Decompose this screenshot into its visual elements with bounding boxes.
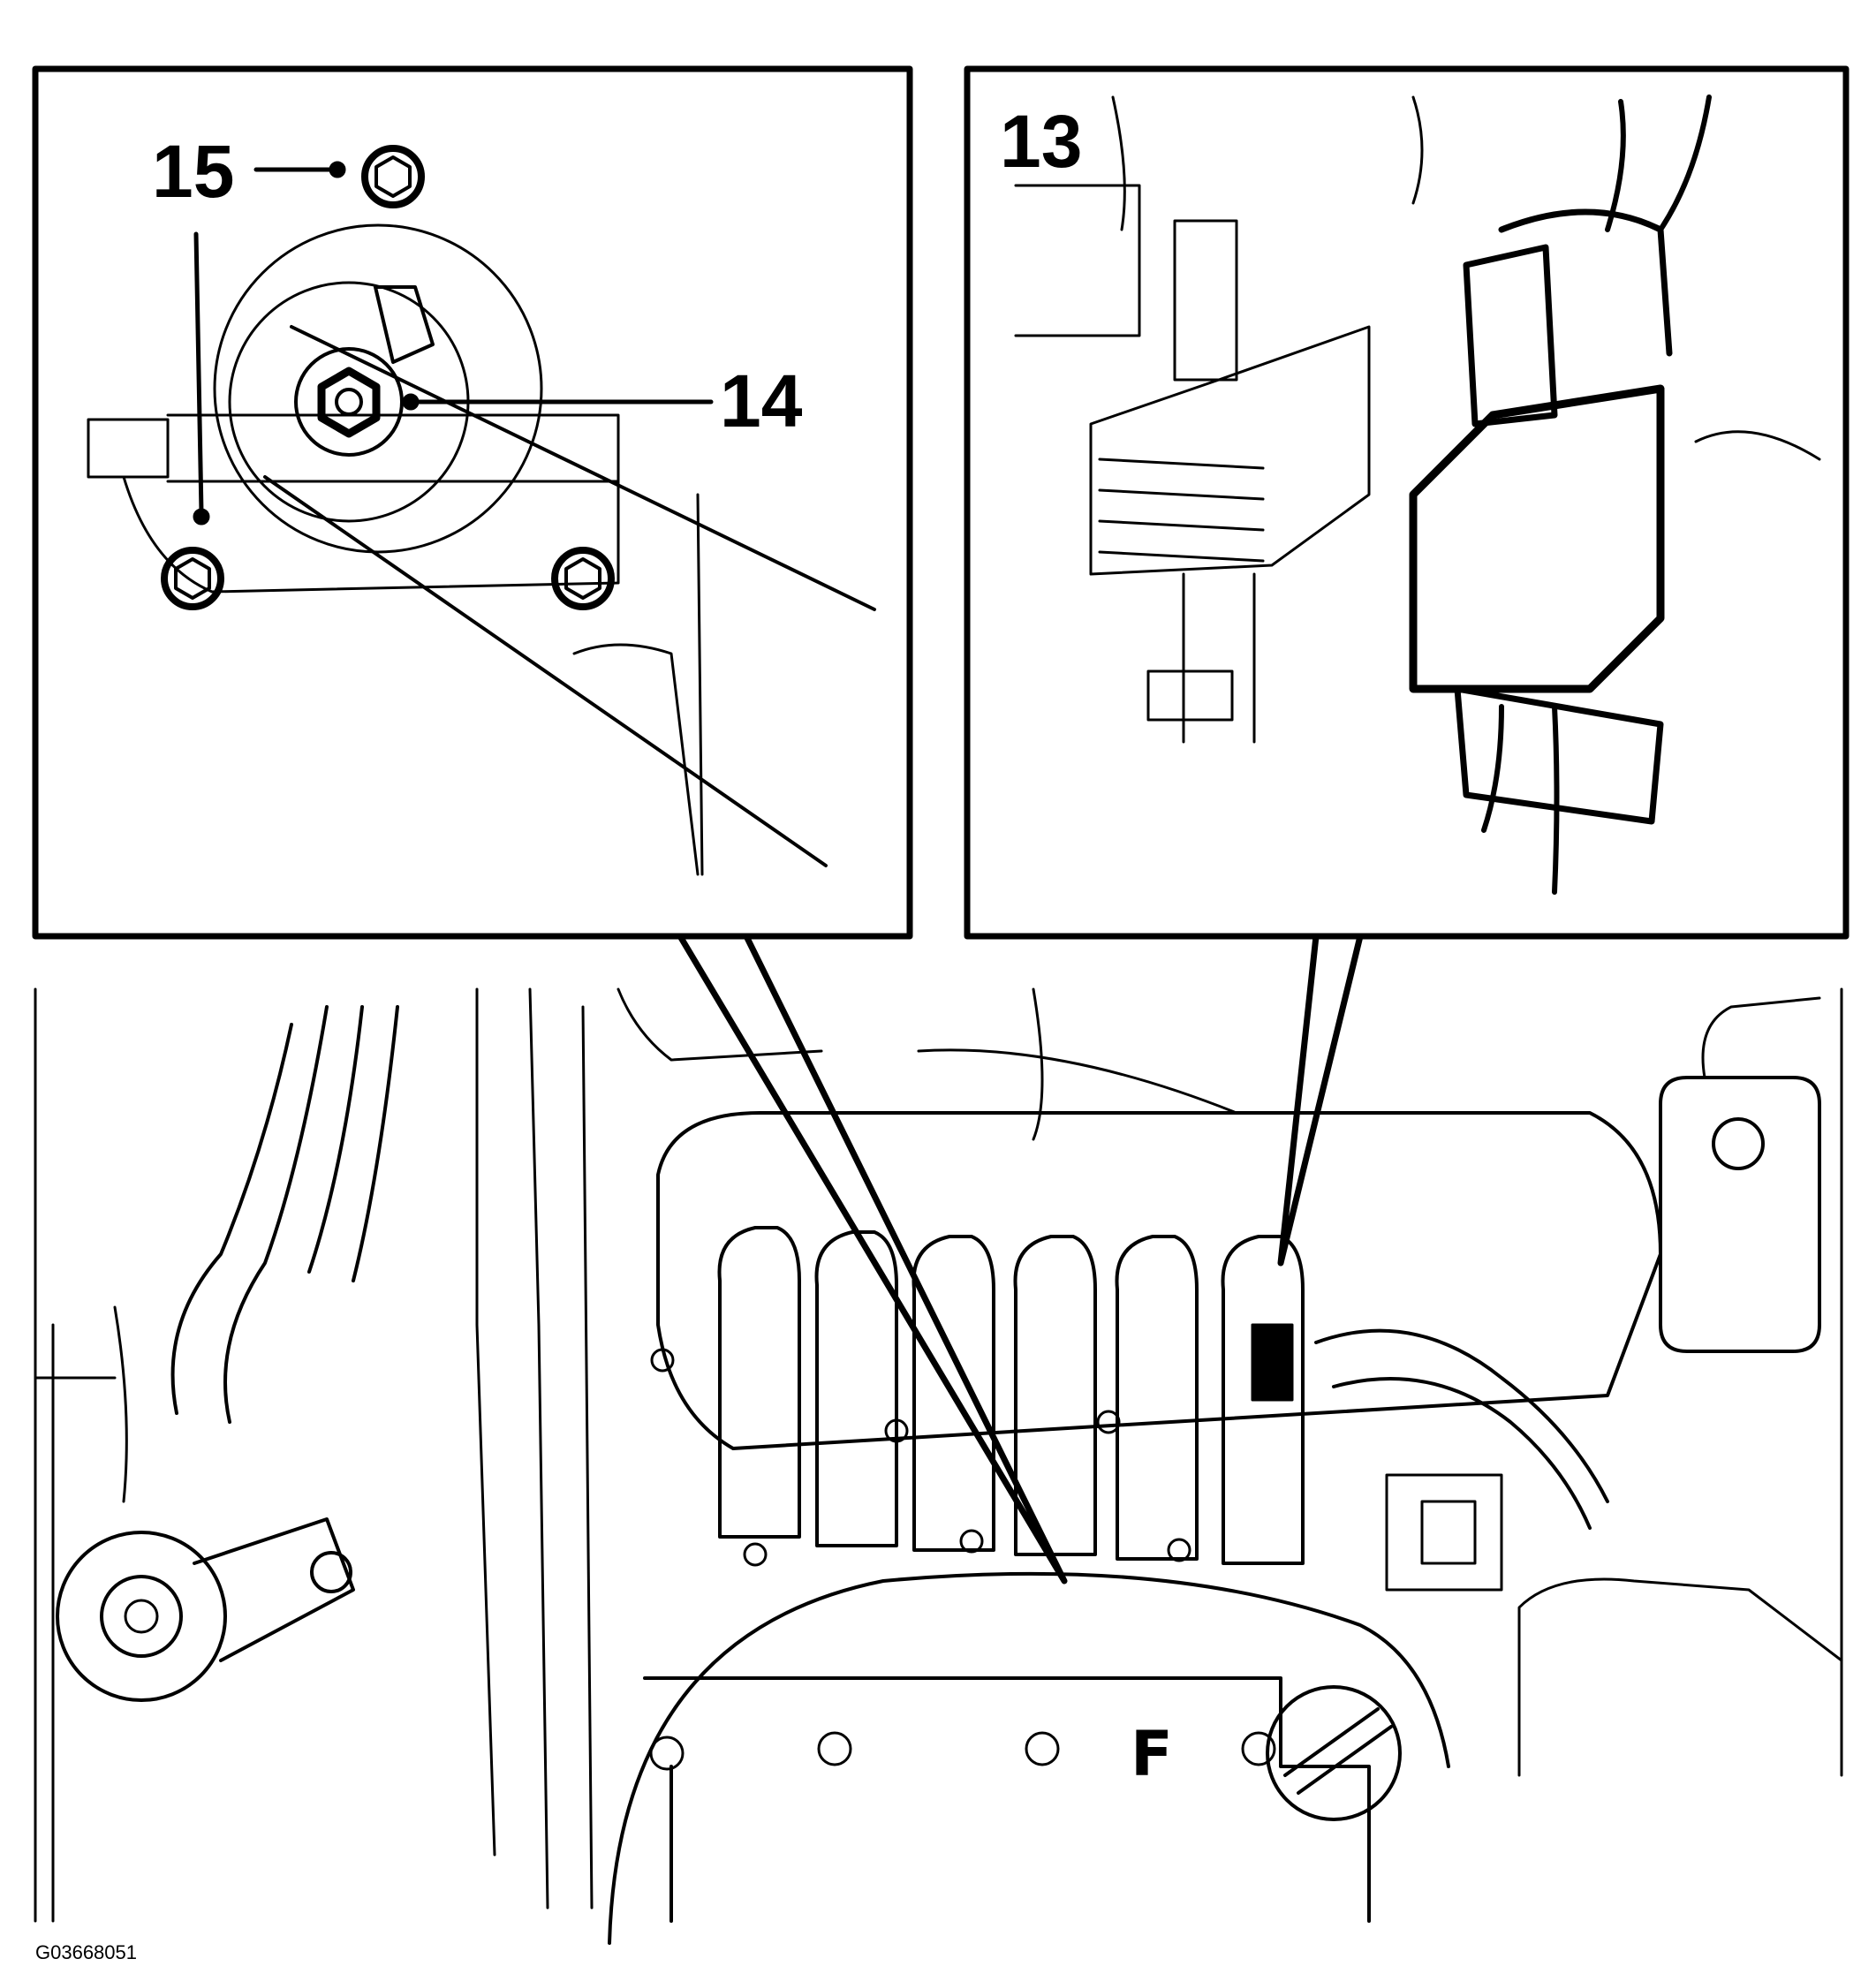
coil-right-wires xyxy=(1481,95,1712,895)
engine-view-edge xyxy=(34,987,1843,1923)
background-bracket xyxy=(1014,184,1821,461)
marked-runner-tag xyxy=(1251,1323,1294,1402)
background-hose xyxy=(1111,95,1424,231)
pointer-left xyxy=(677,933,1068,1584)
right-detail-panel xyxy=(964,65,1850,940)
engine-view: F xyxy=(34,987,1843,1945)
leader-15-top-dot xyxy=(329,161,346,178)
tube-left-long xyxy=(475,987,594,1910)
figure-id: G03668051 xyxy=(35,1941,137,1963)
hose-right xyxy=(1314,1328,1609,1530)
left-detail-panel xyxy=(32,65,913,940)
nut-tab xyxy=(374,285,435,364)
bolt-bottom-left xyxy=(161,547,224,610)
coil-right-harness xyxy=(1498,208,1673,357)
coil-left-boot xyxy=(1182,572,1256,744)
mount-bracket xyxy=(87,413,620,483)
oil-filler-cap-grip xyxy=(1283,1707,1393,1795)
valve-cover xyxy=(643,1676,1371,1923)
callout-13: 13 xyxy=(1000,100,1083,183)
mount-bolt xyxy=(310,1551,352,1593)
center-nut xyxy=(317,367,381,438)
callout-14: 14 xyxy=(720,359,803,442)
mount-bushing-outer xyxy=(56,1531,227,1702)
reservoir-cap xyxy=(1712,1117,1765,1170)
pointer-right xyxy=(1277,933,1364,1267)
mount-bushing-inner xyxy=(100,1575,183,1658)
coil-right-stem xyxy=(1463,244,1558,427)
callout-15: 15 xyxy=(152,130,235,213)
pump-housing xyxy=(213,223,543,554)
right-panel-frame xyxy=(964,65,1850,940)
manifold-fasteners xyxy=(650,1348,1191,1567)
left-panel-frame xyxy=(32,65,913,940)
coil-right-body xyxy=(1409,384,1665,693)
leader-15-lower-dot xyxy=(193,508,210,526)
leader-14-dot xyxy=(402,393,420,411)
manifold-plenum xyxy=(656,1111,1662,1450)
front-mark-glyph: F xyxy=(1131,1718,1173,1790)
top-harness xyxy=(617,987,1238,1141)
mount-rail xyxy=(696,493,704,876)
bracket-right-lower xyxy=(1517,1577,1843,1777)
oil-filler-cap xyxy=(1266,1685,1402,1821)
belt-upper xyxy=(290,325,876,611)
coolant-reservoir xyxy=(1659,1076,1821,1353)
sensor-lead-right xyxy=(1701,996,1821,1079)
bolt-top xyxy=(361,145,425,208)
hose-bundle-left xyxy=(170,1005,399,1424)
coil-left-body xyxy=(1089,325,1371,576)
housing-lower xyxy=(122,475,620,594)
belt-lower xyxy=(263,475,828,867)
pump-pulley-inner xyxy=(294,347,404,457)
cross-pipe xyxy=(608,1571,1450,1945)
leader-15-lower xyxy=(193,231,204,515)
mount-bushing-core xyxy=(124,1599,159,1634)
coil-left-ribs xyxy=(1098,458,1265,563)
bolt-bottom-right xyxy=(551,547,615,610)
manifold-runners xyxy=(717,1226,1305,1565)
throttle-body xyxy=(1385,1473,1503,1592)
lower-bracket xyxy=(572,643,700,876)
coil-left-stem xyxy=(1173,219,1238,382)
coil-left-clip xyxy=(1146,669,1234,722)
torx-bolts xyxy=(649,1731,1276,1771)
mount-column-left xyxy=(34,1305,128,1923)
coil-right-lower xyxy=(1454,685,1664,825)
